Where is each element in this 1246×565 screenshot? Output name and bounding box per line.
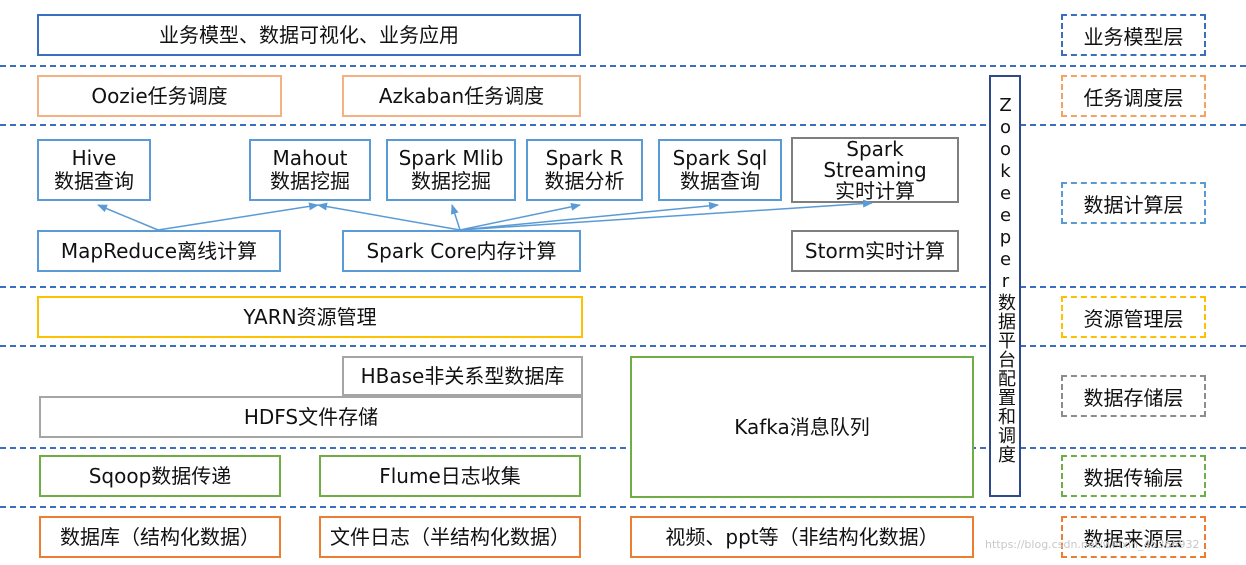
database-source-box: 数据库（结构化数据） [39,516,281,558]
layer-business-label: 业务模型层 [1083,24,1184,49]
sqoop-label: Sqoop数据传递 [88,463,232,488]
layer-separator [0,447,1246,449]
hive-desc: 数据查询 [54,169,134,193]
hbase-box: HBase非关系型数据库 [342,356,583,396]
watermark: https://blog.csdn.net/weixin_45366932 [985,538,1200,551]
storm-label: Storm实时计算 [804,238,946,263]
hdfs-label: HDFS文件存储 [243,404,379,429]
layer-source-label: 数据来源层 [1083,526,1184,551]
spark-mlib-label: Spark Mlib [398,146,504,170]
flume-box: Flume日志收集 [319,455,581,497]
arrow-sparkcore-to-mlib [450,204,461,231]
layer-source: 数据来源层 [1061,516,1206,558]
oozie-box: Oozie任务调度 [37,75,282,117]
mahout-label: Mahout [272,146,348,170]
sqoop-box: Sqoop数据传递 [39,455,281,497]
spark-mlib-box: Spark Mlib 数据挖掘 [386,139,516,201]
layer-compute: 数据计算层 [1061,182,1206,224]
video-ppt-source-box: 视频、ppt等（非结构化数据） [630,516,974,558]
mahout-desc: 数据挖掘 [270,169,350,193]
layer-resource: 资源管理层 [1061,296,1206,338]
layer-compute-label: 数据计算层 [1083,192,1184,217]
spark-sql-label: Spark Sql [672,146,768,170]
kafka-box: Kafka消息队列 [630,356,974,498]
spark-streaming-label-1: Spark [846,136,904,161]
business-app-label: 业务模型、数据可视化、业务应用 [159,22,459,47]
arrow-sparkcore-to-mahout [317,202,461,231]
arrow-sparkcore-to-sparksql [459,201,719,231]
layer-separator [0,506,1246,508]
spark-r-label: Spark R [545,146,624,170]
arrow-sparkcore-to-streaming [459,199,873,231]
yarn-box: YARN资源管理 [37,296,583,338]
yarn-label: YARN资源管理 [243,304,377,329]
hdfs-box: HDFS文件存储 [39,396,583,438]
mapreduce-label: MapReduce离线计算 [60,238,258,263]
arrow-mapreduce-to-hive [97,204,159,231]
spark-r-box: Spark R 数据分析 [526,139,643,201]
hbase-label: HBase非关系型数据库 [360,363,565,388]
oozie-label: Oozie任务调度 [91,83,228,108]
spark-mlib-desc: 数据挖掘 [411,169,491,193]
mapreduce-box: MapReduce离线计算 [37,230,281,272]
video-ppt-source-label: 视频、ppt等（非结构化数据） [665,524,939,549]
file-log-source-box: 文件日志（半结构化数据） [319,516,581,558]
file-log-source-label: 文件日志（半结构化数据） [330,524,570,549]
layer-transport: 数据传输层 [1061,455,1206,497]
flume-label: Flume日志收集 [379,463,521,488]
spark-r-desc: 数据分析 [544,169,625,193]
layer-scheduling-label: 任务调度层 [1083,85,1184,110]
arrow-mapreduce-to-mahout [157,202,319,231]
business-app-box: 业务模型、数据可视化、业务应用 [37,14,581,56]
spark-streaming-desc: 实时计算 [834,178,915,203]
kafka-label: Kafka消息队列 [734,414,870,439]
layer-storage-label: 数据存储层 [1083,385,1184,410]
layer-business: 业务模型层 [1061,14,1206,56]
layer-separator [0,124,1246,126]
layer-separator [0,345,1246,347]
layer-scheduling: 任务调度层 [1061,75,1206,117]
hive-label: Hive [71,146,117,170]
arrow-sparkcore-to-sparkr [459,202,581,231]
layer-separator [0,65,1246,67]
spark-sql-box: Spark Sql 数据查询 [658,139,782,201]
spark-streaming-label-2: Streaming [823,157,927,182]
layer-transport-label: 数据传输层 [1083,465,1184,490]
spark-core-label: Spark Core内存计算 [366,238,557,263]
zookeeper-box: Zookeeper数据平台配置和调度 [989,75,1021,497]
database-source-label: 数据库（结构化数据） [60,524,260,549]
hive-box: Hive 数据查询 [37,139,151,201]
azkaban-box: Azkaban任务调度 [342,75,581,117]
azkaban-label: Azkaban任务调度 [378,83,545,108]
storm-box: Storm实时计算 [791,230,959,272]
spark-core-box: Spark Core内存计算 [342,230,581,272]
spark-streaming-box: Spark Streaming 实时计算 [791,137,959,203]
mahout-box: Mahout 数据挖掘 [249,139,371,201]
spark-sql-desc: 数据查询 [679,169,760,193]
zookeeper-label: Zookeeper数据平台配置和调度 [995,95,1016,464]
layer-separator [0,286,1246,288]
layer-storage: 数据存储层 [1061,375,1206,417]
layer-resource-label: 资源管理层 [1083,306,1184,331]
